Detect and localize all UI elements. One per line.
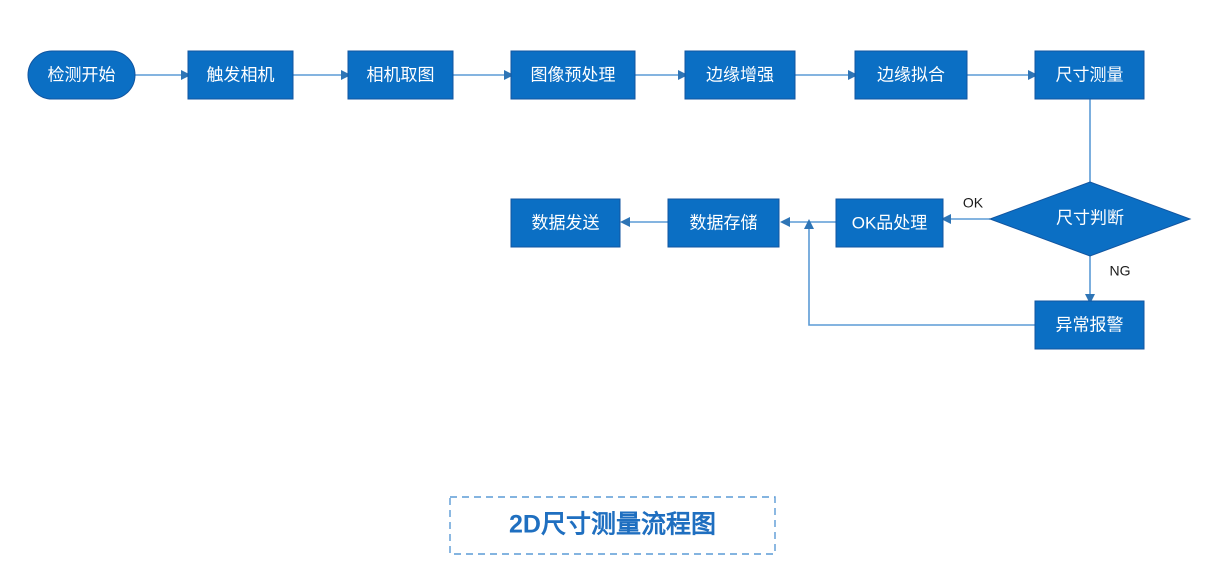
node-ok-product-process[interactable]: OK品处理 xyxy=(835,198,944,248)
node-image-preprocess-label: 图像预处理 xyxy=(531,65,616,84)
edge-trigger-to-capture xyxy=(293,70,351,80)
diagram-title: 2D尺寸测量流程图 xyxy=(509,511,716,539)
diagram-title-group: 2D尺寸测量流程图 xyxy=(449,496,776,555)
edge-label-ng: NG xyxy=(1110,263,1131,279)
node-start[interactable]: 检测开始 xyxy=(27,50,136,100)
edge-alarm-feedback xyxy=(804,219,1035,326)
node-trigger-camera-shape[interactable] xyxy=(187,50,294,100)
node-dimension-judge-label: 尺寸判断 xyxy=(1056,208,1124,227)
node-ok-product-process-shape[interactable] xyxy=(835,198,944,248)
node-data-store-label: 数据存储 xyxy=(690,213,758,232)
diagram-title-frame xyxy=(449,496,776,555)
node-data-store[interactable]: 数据存储 xyxy=(667,198,780,248)
edge-preprocess-to-enhance xyxy=(635,70,688,80)
node-edge-fit-shape[interactable] xyxy=(854,50,968,100)
node-dimension-judge-shape[interactable] xyxy=(988,181,1192,257)
node-dimension-judge[interactable]: 尺寸判断 xyxy=(988,181,1192,257)
node-data-store-shape[interactable] xyxy=(667,198,780,248)
node-edge-fit-label: 边缘拟合 xyxy=(877,65,945,84)
node-edge-enhance-label: 边缘增强 xyxy=(706,65,774,84)
node-start-shape[interactable] xyxy=(27,50,136,100)
node-dimension-measure-label: 尺寸测量 xyxy=(1056,65,1124,84)
node-dimension-measure-shape[interactable] xyxy=(1034,50,1145,100)
node-edge-enhance-shape[interactable] xyxy=(684,50,796,100)
node-camera-capture-label: 相机取图 xyxy=(367,65,435,84)
edge-store-to-send xyxy=(620,217,668,227)
node-abnormal-alarm-label: 异常报警 xyxy=(1056,315,1124,334)
node-start-label: 检测开始 xyxy=(48,65,116,84)
node-data-send-label: 数据发送 xyxy=(532,213,600,232)
edge-judge-to-ok-process xyxy=(941,214,990,224)
edges-layer: OK NG xyxy=(135,70,1131,326)
node-edge-fit[interactable]: 边缘拟合 xyxy=(854,50,968,100)
node-data-send[interactable]: 数据发送 xyxy=(510,198,621,248)
node-abnormal-alarm[interactable]: 异常报警 xyxy=(1034,300,1145,350)
node-data-send-shape[interactable] xyxy=(510,198,621,248)
node-ok-product-process-label: OK品处理 xyxy=(852,213,928,232)
edge-enhance-to-fit xyxy=(795,70,858,80)
edge-fit-to-measure xyxy=(967,70,1038,80)
node-image-preprocess-shape[interactable] xyxy=(510,50,636,100)
node-camera-capture[interactable]: 相机取图 xyxy=(347,50,454,100)
edge-start-to-trigger xyxy=(135,70,191,80)
edge-ok-process-to-store xyxy=(780,217,836,227)
node-trigger-camera-label: 触发相机 xyxy=(207,65,275,84)
node-edge-enhance[interactable]: 边缘增强 xyxy=(684,50,796,100)
node-trigger-camera[interactable]: 触发相机 xyxy=(187,50,294,100)
node-dimension-measure[interactable]: 尺寸测量 xyxy=(1034,50,1145,100)
node-image-preprocess[interactable]: 图像预处理 xyxy=(510,50,636,100)
nodes-layer: 检测开始 触发相机 相机取图 图像预处理 边缘增强 xyxy=(27,50,1192,350)
node-camera-capture-shape[interactable] xyxy=(347,50,454,100)
edge-label-ok: OK xyxy=(963,195,984,211)
edge-judge-to-alarm xyxy=(1085,256,1095,304)
edge-capture-to-preprocess xyxy=(453,70,514,80)
node-abnormal-alarm-shape[interactable] xyxy=(1034,300,1145,350)
